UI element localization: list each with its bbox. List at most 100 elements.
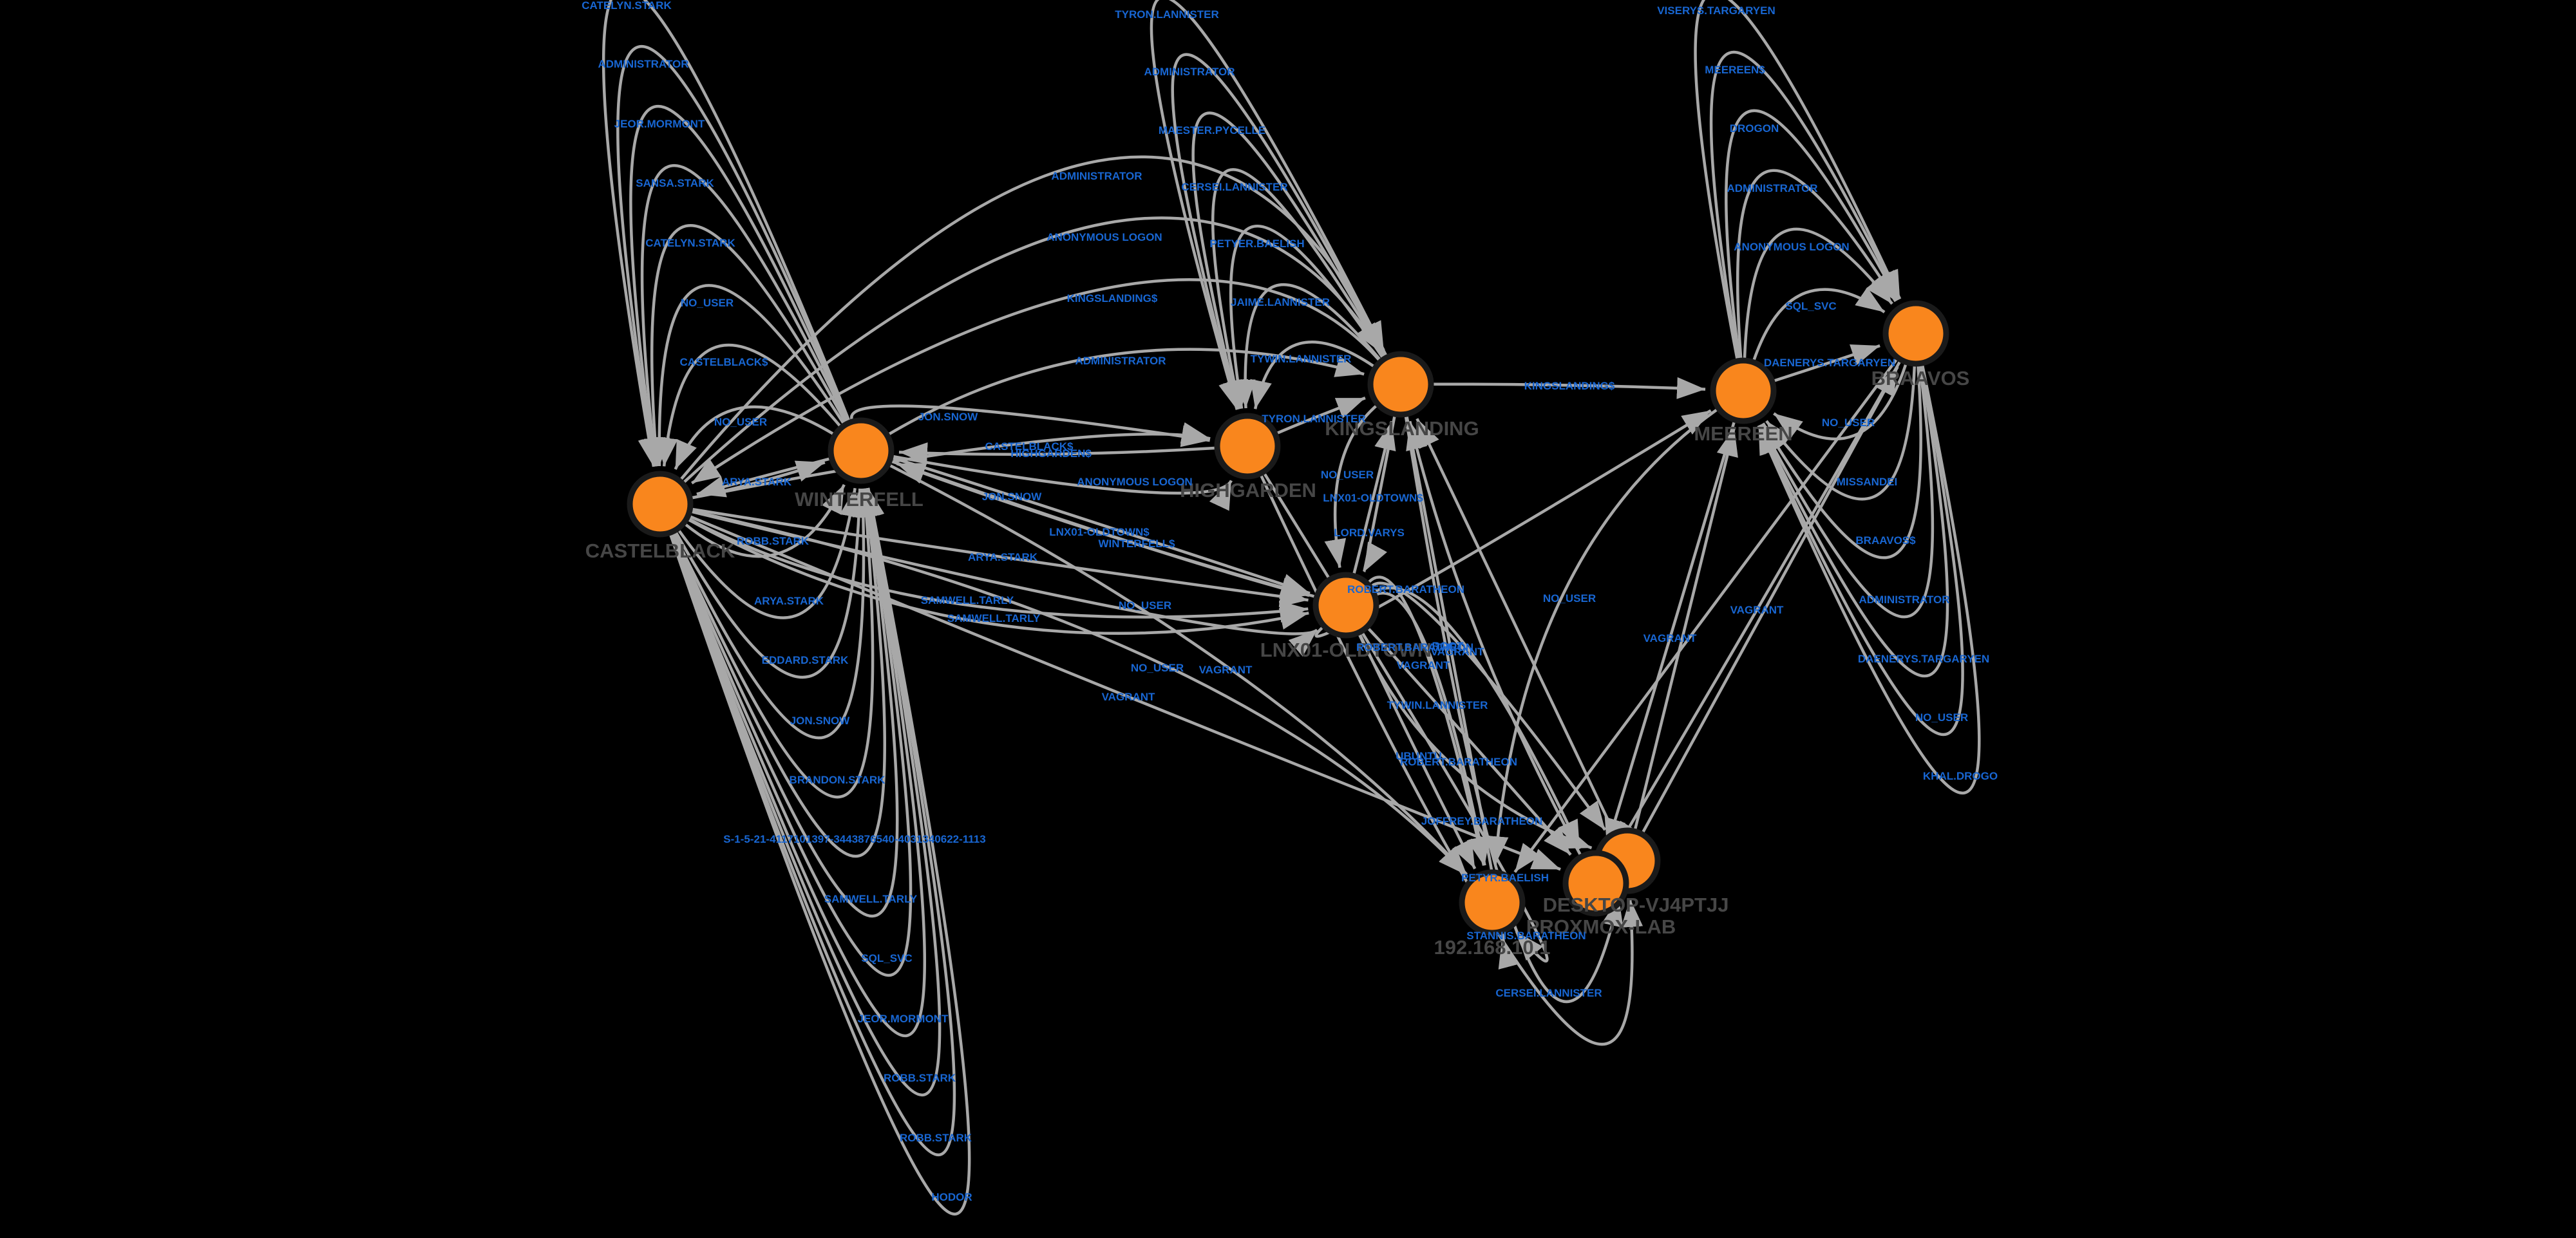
edge-label: ARYA.STARK xyxy=(722,476,792,488)
node-castelblack[interactable] xyxy=(627,471,694,538)
edge-label: TYRON.LANNISTER xyxy=(1115,8,1219,21)
edge xyxy=(1725,109,1899,359)
edge-label: LNX01-OLDTOWN$ xyxy=(1323,492,1423,504)
edge-label: DROGON xyxy=(1730,122,1779,135)
edge xyxy=(648,284,845,467)
edge xyxy=(677,487,862,619)
node-label-castelblack: CASTELBLACK xyxy=(585,539,735,562)
edge xyxy=(640,164,848,467)
edge xyxy=(688,518,1309,623)
edge-label: SAMWELL.TARLY xyxy=(921,594,1014,606)
edge-label: MAESTER.PYCELLE xyxy=(1159,124,1265,136)
edge xyxy=(1226,225,1384,409)
edge xyxy=(692,422,1211,500)
edge-label: NO_USER xyxy=(1321,469,1374,481)
node-meereen[interactable] xyxy=(1710,357,1777,424)
edge xyxy=(1757,365,1964,736)
edge xyxy=(1774,344,1880,382)
edge-label: LNX01-OLDTOWN$ xyxy=(1049,526,1150,538)
edge-label: VAGRANT xyxy=(1643,632,1697,644)
edge-label: NO_USER xyxy=(714,416,767,428)
edge-label: ROBB.STARK xyxy=(884,1072,956,1084)
edge xyxy=(616,44,850,467)
edge xyxy=(1367,628,1572,856)
edge-label: MEEREEN$ xyxy=(1705,64,1765,76)
edge-label: SAMWELL.TARLY xyxy=(824,893,918,905)
node-label-highgarden: HIGHGARDEN xyxy=(1180,479,1316,502)
edges-layer xyxy=(601,0,1981,1215)
edge xyxy=(601,0,851,467)
node-label-desktop-vj4ptjj: DESKTOP-VJ4PTJJ xyxy=(1543,894,1729,916)
edge xyxy=(680,155,1385,480)
edge-label: VAGRANT xyxy=(1102,691,1155,703)
edge xyxy=(691,278,1380,485)
edge-label: LORD.VARYS xyxy=(1334,527,1405,539)
edge xyxy=(1752,287,1886,361)
edge xyxy=(669,487,956,1156)
edge-label: BRAAVOS$ xyxy=(1855,534,1916,547)
node-label-meereen: MEEREEN xyxy=(1694,422,1792,445)
edge xyxy=(1191,111,1387,410)
edge-label: ANONYMOUS LOGON xyxy=(1046,231,1162,243)
edge-label: CASTELBLACK$ xyxy=(680,356,768,368)
edge xyxy=(1761,366,1922,559)
edge xyxy=(1709,51,1900,359)
edge xyxy=(898,442,1215,465)
edge xyxy=(1736,169,1897,359)
edge xyxy=(1743,227,1893,359)
edge xyxy=(1250,341,1374,409)
edge xyxy=(1233,283,1381,409)
edge-label: NO_USER xyxy=(681,297,734,309)
node-kingslanding[interactable] xyxy=(1367,351,1434,418)
edge xyxy=(1150,0,1387,410)
edge-label: PETYR.BAELISH xyxy=(1461,872,1549,884)
edge xyxy=(1614,361,1901,852)
edge-label: STANNIS.BARATHEON xyxy=(1466,930,1586,942)
edge-label: PETYER.BAELISH xyxy=(1209,238,1304,250)
node-ip-192-168-10-1[interactable] xyxy=(1459,869,1526,936)
edge-label: ANONYMOUS LOGON xyxy=(1077,476,1192,488)
node-proxmox-lab[interactable] xyxy=(1562,850,1629,917)
node-lnx01-oldtown[interactable] xyxy=(1312,572,1379,639)
edge-label: UBUNTU xyxy=(1396,750,1442,762)
edge-label: VAGRANT xyxy=(1397,659,1450,671)
edge xyxy=(629,105,849,467)
edge xyxy=(696,457,830,498)
node-braavos[interactable] xyxy=(1882,300,1949,367)
edge-label: NO_USER xyxy=(1119,599,1171,612)
edge-label: TYWIN.LANNISTER xyxy=(1251,353,1352,365)
edge xyxy=(672,488,875,740)
edge xyxy=(1486,408,1718,865)
edge-label: EDDARD.STARK xyxy=(762,654,849,666)
edge xyxy=(888,348,1365,436)
edge xyxy=(674,405,834,470)
edge xyxy=(670,488,899,918)
edge xyxy=(1376,592,1490,866)
edge-label: VAGRANT xyxy=(1431,646,1484,658)
edge-label: VAGRANT xyxy=(1199,664,1253,676)
edge xyxy=(692,509,1468,876)
edge xyxy=(1314,409,1712,638)
node-label-ip-192-168-10-1: 192.168.10.1 xyxy=(1434,936,1550,959)
node-winterfell[interactable] xyxy=(828,417,895,484)
edge xyxy=(1433,377,1706,399)
edge xyxy=(670,487,913,977)
edge xyxy=(674,488,870,679)
edge-label: CERSEI.LANNISTER xyxy=(1181,181,1287,193)
edge-label: BRANDON.STARK xyxy=(790,774,886,786)
edge xyxy=(893,455,1233,511)
edge xyxy=(671,488,886,858)
edge-label: JEOR.MORMONT xyxy=(858,1013,949,1025)
edge xyxy=(1324,404,1378,568)
edge-label: HODOR xyxy=(931,1191,972,1203)
edge-label: ADMINISTRATOR xyxy=(1144,66,1235,78)
edge xyxy=(1362,416,1396,573)
edge-label: CERSEI.LANNISTER xyxy=(1495,987,1602,999)
node-highgarden[interactable] xyxy=(1214,413,1281,480)
edge-label: ARYA.STARK xyxy=(968,551,1038,563)
edge-label: KINGSLANDING$ xyxy=(1067,292,1158,305)
edge-label: NO_USER xyxy=(1822,417,1875,429)
edge-label: HIGHGARDEN$ xyxy=(1010,447,1092,460)
